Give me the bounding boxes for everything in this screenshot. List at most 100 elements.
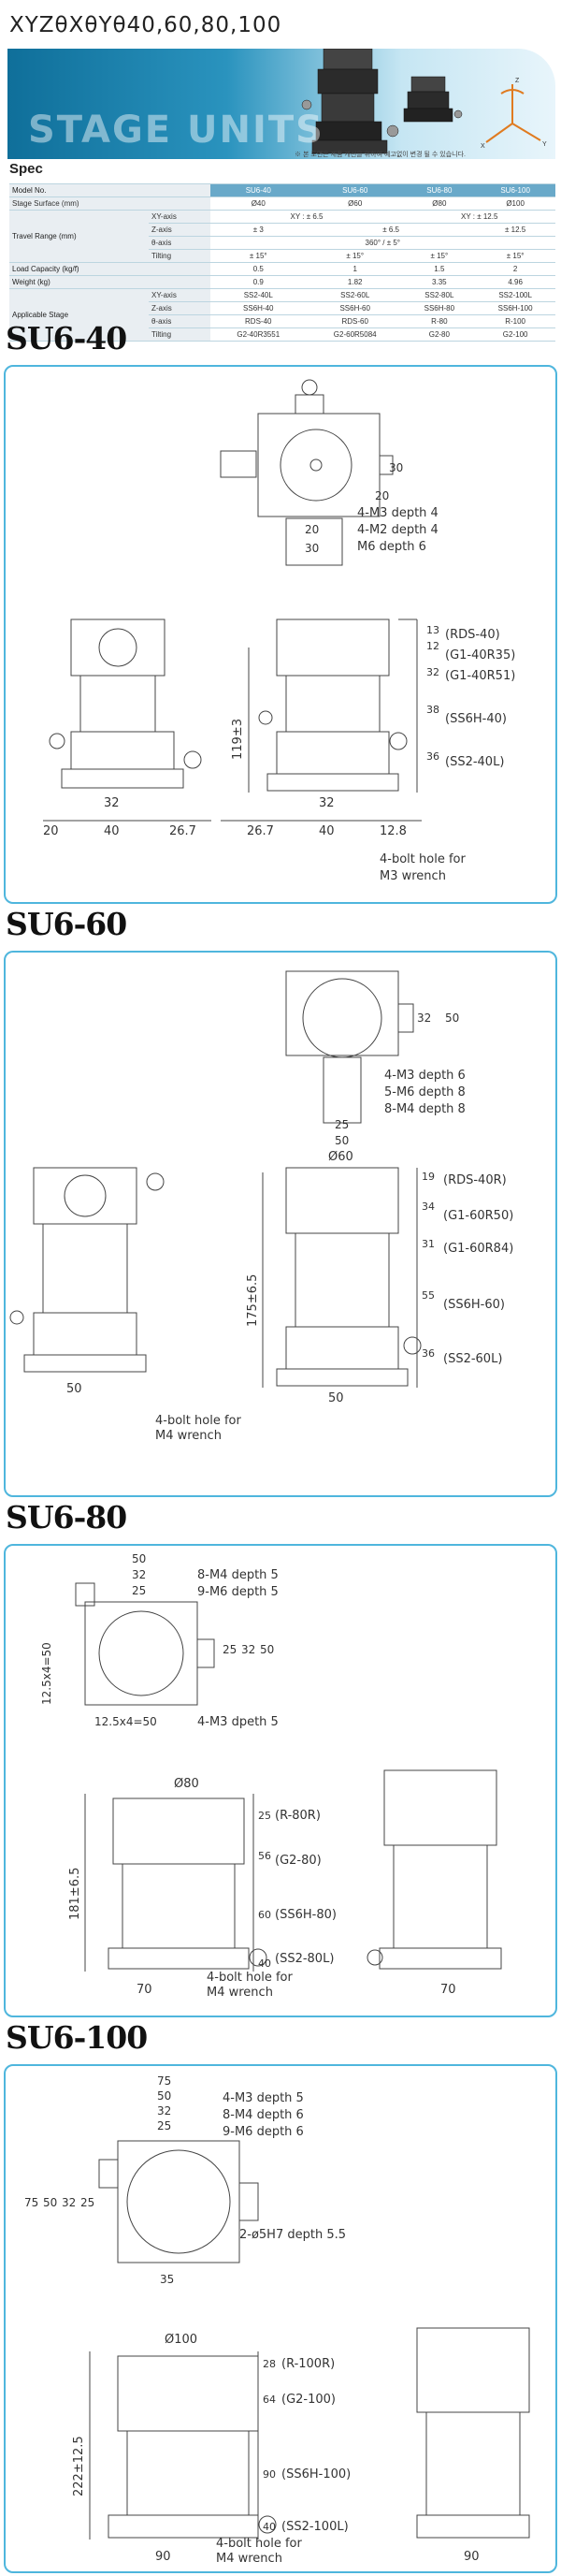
svg-text:4-M3 depth 6: 4-M3 depth 6: [384, 1069, 466, 1083]
svg-text:20: 20: [305, 523, 319, 536]
drawing-panel-su6-40: 20 30 20 30 4-M3 depth 4 4-M2 depth 4 M6…: [4, 365, 557, 904]
svg-text:34: 34: [422, 1201, 435, 1213]
table-row: Model No. SU6-40 SU6-60 SU6-80 SU6-100: [9, 183, 555, 197]
svg-text:9-M6 depth 6: 9-M6 depth 6: [223, 2125, 304, 2139]
svg-text:32: 32: [62, 2196, 76, 2209]
svg-text:8-M4 depth 6: 8-M4 depth 6: [223, 2108, 304, 2122]
svg-text:50: 50: [445, 1011, 459, 1025]
svg-text:32: 32: [417, 1011, 431, 1025]
svg-text:25: 25: [132, 1584, 146, 1597]
drawing-su6-100: 75 50 32 25 75 50 32 25 35 4-M3 depth 5 …: [24, 2074, 530, 2566]
svg-text:12.5x4=50: 12.5x4=50: [94, 1715, 157, 1728]
svg-text:50: 50: [260, 1643, 274, 1656]
svg-text:26.7: 26.7: [247, 824, 274, 838]
svg-text:(G2-80): (G2-80): [275, 1854, 322, 1868]
svg-text:M4 wrench: M4 wrench: [155, 1429, 222, 1443]
svg-text:4-M2 depth 4: 4-M2 depth 4: [357, 523, 439, 537]
table-row: θ-axis RDS-40 RDS-60 R-80 R-100: [9, 314, 555, 328]
svg-text:70: 70: [440, 1983, 456, 1997]
svg-text:31: 31: [422, 1238, 435, 1250]
svg-text:12: 12: [426, 640, 439, 652]
svg-text:(G1-60R84): (G1-60R84): [443, 1242, 513, 1256]
svg-text:Ø100: Ø100: [165, 2333, 197, 2347]
svg-text:M4 wrench: M4 wrench: [207, 1986, 273, 2000]
banner-text: STAGE UNITS: [28, 109, 324, 152]
svg-text:36: 36: [422, 1347, 435, 1360]
svg-text:26.7: 26.7: [169, 824, 196, 838]
svg-text:Z: Z: [515, 78, 520, 84]
svg-text:40: 40: [263, 2521, 276, 2533]
svg-text:19: 19: [422, 1171, 435, 1183]
svg-text:30: 30: [305, 542, 319, 555]
section-title-su6-40: SU6-40: [6, 320, 127, 357]
svg-text:35: 35: [160, 2273, 174, 2286]
drawing-su6-80: 50 32 25 25 32 50 12.5x4=50 12.5x4=50 8-…: [40, 1552, 502, 2000]
svg-text:28: 28: [263, 2358, 276, 2370]
svg-text:32: 32: [319, 796, 335, 810]
svg-text:Ø80: Ø80: [174, 1777, 199, 1791]
svg-text:20: 20: [43, 824, 59, 838]
svg-text:50: 50: [157, 2089, 171, 2103]
svg-text:32: 32: [104, 796, 120, 810]
drawing-su6-40: 20 30 20 30 4-M3 depth 4 4-M2 depth 4 M6…: [43, 379, 515, 883]
section-title-su6-60: SU6-60: [6, 906, 127, 942]
drawing-su6-60: 32 50 25 50 4-M3 depth 6 5-M6 depth 8 8-…: [9, 970, 513, 1443]
svg-text:56: 56: [258, 1850, 271, 1862]
svg-text:25: 25: [258, 1810, 271, 1822]
svg-text:4-bolt hole for: 4-bolt hole for: [380, 852, 466, 866]
svg-text:90: 90: [155, 2550, 171, 2564]
svg-text:X: X: [481, 143, 485, 150]
svg-text:(RDS-40R): (RDS-40R): [443, 1173, 507, 1187]
svg-text:(G1-40R35): (G1-40R35): [445, 648, 515, 662]
svg-text:32: 32: [157, 2104, 171, 2118]
svg-text:(SS6H-80): (SS6H-80): [275, 1908, 337, 1922]
svg-text:4-M3 dpeth 5: 4-M3 dpeth 5: [197, 1715, 279, 1729]
svg-text:40: 40: [258, 1957, 271, 1970]
header: XYZθXθYθ40,60,80,100 STAGE UNITS: [0, 0, 561, 159]
svg-text:2-ø5H7 depth 5.5: 2-ø5H7 depth 5.5: [239, 2228, 346, 2242]
table-row: Weight (kg) 0.9 1.82 3.35 4.96: [9, 275, 555, 289]
svg-text:70: 70: [137, 1983, 152, 1997]
svg-text:38: 38: [426, 704, 439, 716]
svg-text:25: 25: [223, 1643, 237, 1656]
table-row: Travel Range (mm) XY-axis XY : ± 6.5 XY …: [9, 210, 555, 263]
svg-text:(SS2-40L): (SS2-40L): [445, 755, 504, 769]
svg-text:75: 75: [157, 2074, 171, 2088]
svg-text:4-M3 depth 5: 4-M3 depth 5: [223, 2091, 304, 2105]
table-row: Applicable Stage XY-axis SS2-40L SS2-60L…: [9, 288, 555, 342]
svg-text:4-bolt hole for: 4-bolt hole for: [207, 1971, 293, 1985]
spec-table: Model No. SU6-40 SU6-60 SU6-80 SU6-100 S…: [9, 183, 555, 342]
page-title: XYZθXθYθ40,60,80,100: [9, 13, 282, 37]
svg-text:30: 30: [389, 461, 403, 474]
table-row: Tilting ± 15° ± 15° ± 15° ± 15°: [9, 249, 555, 263]
svg-text:(R-80R): (R-80R): [275, 1809, 321, 1823]
svg-text:(SS6H-40): (SS6H-40): [445, 712, 507, 726]
svg-text:4-bolt hole for: 4-bolt hole for: [216, 2537, 302, 2551]
svg-text:25: 25: [335, 1118, 349, 1131]
svg-text:222±12.5: 222±12.5: [72, 2436, 86, 2496]
svg-text:60: 60: [258, 1909, 271, 1921]
svg-text:40: 40: [319, 824, 335, 838]
svg-text:32: 32: [132, 1568, 146, 1581]
svg-text:50: 50: [328, 1391, 344, 1405]
svg-text:119±3: 119±3: [231, 719, 245, 760]
drawing-panel-su6-100: 75 50 32 25 75 50 32 25 35 4-M3 depth 5 …: [4, 2064, 557, 2573]
svg-text:90: 90: [263, 2468, 276, 2481]
svg-text:9-M6 depth 5: 9-M6 depth 5: [197, 1585, 279, 1599]
svg-text:Y: Y: [542, 141, 547, 148]
section-title-su6-100: SU6-100: [6, 2019, 148, 2056]
svg-text:5-M6 depth 8: 5-M6 depth 8: [384, 1085, 466, 1099]
banner-stage-illustration: X Y Z: [301, 49, 547, 154]
svg-text:50: 50: [43, 2196, 57, 2209]
svg-text:13: 13: [426, 624, 439, 636]
svg-text:32: 32: [426, 666, 439, 678]
svg-text:181±6.5: 181±6.5: [68, 1868, 82, 1920]
svg-text:(SS2-100L): (SS2-100L): [281, 2520, 349, 2534]
svg-text:55: 55: [422, 1289, 435, 1302]
svg-text:(G1-40R51): (G1-40R51): [445, 669, 515, 683]
svg-text:(SS2-60L): (SS2-60L): [443, 1352, 502, 1366]
table-row: Load Capacity (kg/f) 0.5 1 1.5 2: [9, 262, 555, 276]
svg-text:8-M4 depth 5: 8-M4 depth 5: [197, 1568, 279, 1582]
svg-text:50: 50: [132, 1552, 146, 1565]
svg-text:36: 36: [426, 750, 439, 763]
